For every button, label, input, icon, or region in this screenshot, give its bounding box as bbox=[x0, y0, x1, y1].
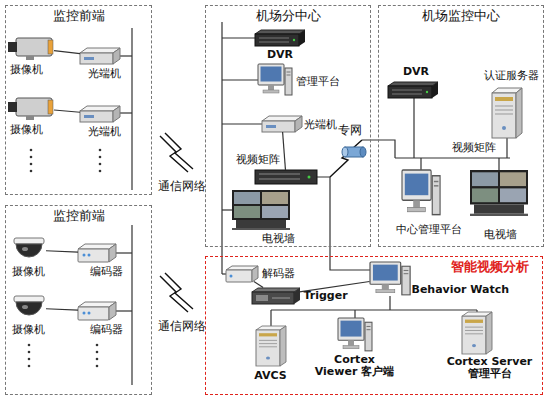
device-label: 电视墙 bbox=[484, 229, 524, 242]
group-heading: 机场分中心 bbox=[205, 9, 371, 24]
device-label: Trigger bbox=[304, 290, 354, 303]
server: AVCS bbox=[256, 326, 286, 366]
free-label: 专网 bbox=[338, 124, 378, 138]
device-label: DVR bbox=[262, 49, 298, 62]
dome-camera: 摄像机 bbox=[12, 238, 46, 262]
optical-transceiver: 光端机 bbox=[80, 106, 120, 122]
device-label: Cortex Server 管理平台 bbox=[445, 356, 535, 381]
group-frame: 监控前端摄像机光端机摄像机光端机 bbox=[5, 5, 152, 195]
group-heading: 智能视频分析 bbox=[440, 260, 540, 275]
group-frame: 监控前端摄像机编码器摄像机编码器 bbox=[5, 205, 152, 395]
encoder: 编码器 bbox=[78, 244, 116, 262]
device-label: 摄像机 bbox=[10, 124, 60, 137]
tv-wall: 电视墙 bbox=[232, 190, 290, 230]
device-label: 光端机 bbox=[88, 68, 128, 81]
device-label: 电视墙 bbox=[262, 233, 302, 246]
group-heading: 机场监控中心 bbox=[378, 9, 544, 24]
device-label: 摄像机 bbox=[12, 324, 62, 337]
connector-line bbox=[254, 282, 263, 288]
bus-wires bbox=[116, 22, 510, 385]
group-heading: 监控前端 bbox=[5, 209, 152, 224]
connector-line bbox=[300, 281, 370, 291]
group-frame: 机场监控中心DVR认证服务器中心管理平台电视墙 bbox=[378, 5, 544, 247]
device-label: 视频矩阵 bbox=[236, 154, 296, 167]
client-pc: Behavior Watch bbox=[370, 262, 410, 296]
dvr: DVR bbox=[255, 30, 305, 46]
device-label: AVCS bbox=[246, 370, 296, 383]
device-label: 摄像机 bbox=[12, 266, 62, 279]
management-pc: 中心管理平台 bbox=[402, 170, 440, 216]
server: Cortex Server 管理平台 bbox=[462, 312, 492, 354]
device-label: 认证服务器 bbox=[484, 70, 544, 83]
decoder: 解码器 bbox=[226, 266, 258, 282]
optical-transceiver: 光端机 bbox=[80, 48, 120, 64]
device-label: Behavior Watch bbox=[412, 284, 512, 297]
group-frame: 智能视频分析解码器TriggerBehavior WatchAVCSCortex… bbox=[205, 256, 543, 395]
free-label: 通信网络 bbox=[158, 320, 218, 334]
network-cylinder bbox=[342, 147, 366, 157]
device-label: Cortex Viewer 客户端 bbox=[315, 354, 395, 379]
encoder: 编码器 bbox=[78, 302, 116, 320]
trigger-device: Trigger bbox=[252, 288, 300, 304]
device-label: 中心管理平台 bbox=[396, 224, 476, 237]
device-label: 摄像机 bbox=[10, 64, 60, 77]
tv-wall: 电视墙 bbox=[470, 170, 528, 216]
camera: 摄像机 bbox=[8, 36, 54, 60]
dome-camera: 摄像机 bbox=[12, 296, 46, 320]
device-label: 解码器 bbox=[262, 268, 302, 281]
device-label: 管理平台 bbox=[296, 76, 356, 89]
free-label: 视频矩阵 bbox=[452, 142, 512, 155]
dvr: DVR bbox=[388, 82, 440, 98]
connector-line bbox=[54, 51, 80, 54]
device-icons bbox=[8, 30, 528, 366]
connector-line bbox=[46, 251, 78, 252]
device-label: DVR bbox=[398, 66, 434, 79]
device-label: 编码器 bbox=[90, 324, 130, 337]
server: 认证服务器 bbox=[492, 88, 522, 138]
camera: 摄像机 bbox=[8, 96, 54, 120]
device-label: 编码器 bbox=[90, 266, 130, 279]
connector-line bbox=[54, 110, 80, 112]
optical-transceiver: 光端机 bbox=[262, 116, 302, 132]
management-pc: 管理平台 bbox=[258, 64, 292, 96]
group-heading: 监控前端 bbox=[5, 9, 152, 24]
client-pc: Cortex Viewer 客户端 bbox=[338, 318, 372, 352]
connector-line bbox=[46, 309, 78, 310]
device-label: 光端机 bbox=[88, 126, 128, 139]
lightning-symbol bbox=[160, 133, 362, 312]
connector-line bbox=[283, 132, 286, 170]
video-matrix-icon bbox=[255, 170, 317, 184]
free-label: 通信网络 bbox=[158, 180, 218, 194]
video-matrix: 视频矩阵 bbox=[255, 170, 317, 184]
